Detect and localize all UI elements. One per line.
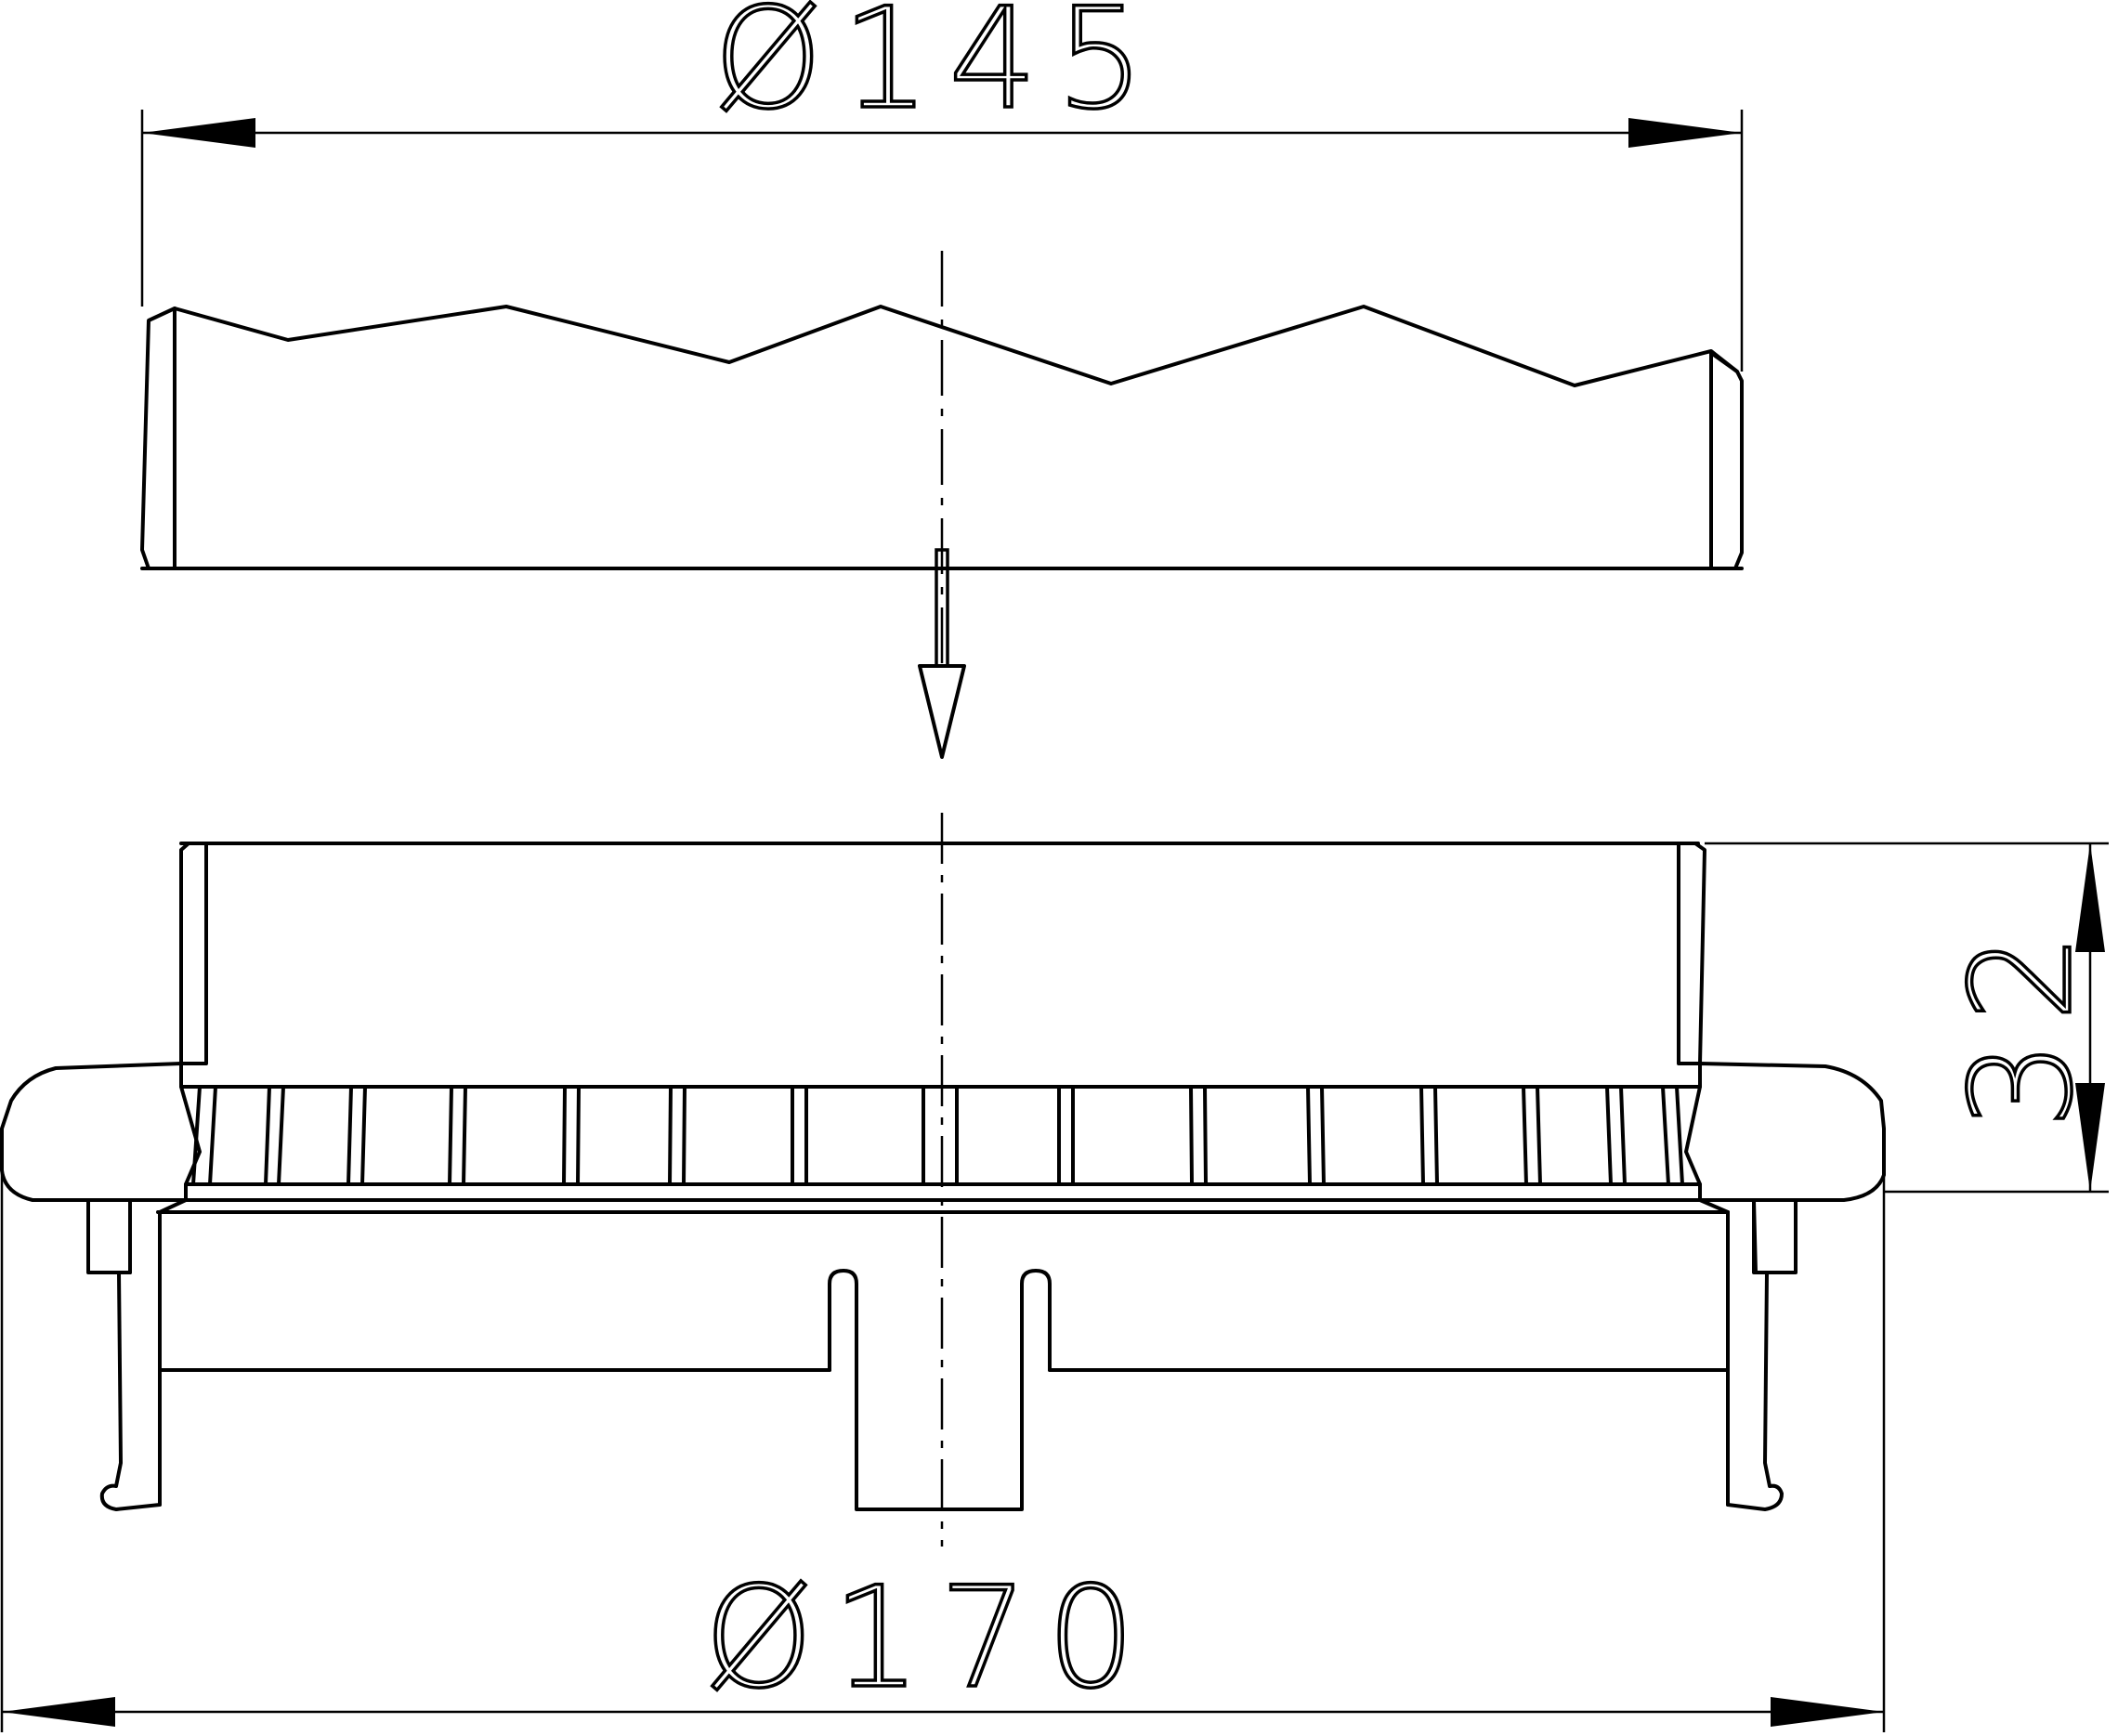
dimension-label-bottom: Ø170 [704,1558,1154,1719]
dimension-label-top: Ø145 [713,0,1163,140]
arrow-right-icon [1628,118,1742,148]
arrow-down-icon [918,664,966,759]
dimension-height: 32 [1705,842,2109,1194]
arrow-up-icon [2075,843,2105,952]
dimension-top: Ø145 [140,0,1744,372]
arrow-down-small-icon [2075,1083,2105,1192]
dimension-label-height: 32 [1942,915,2103,1129]
arrow-right-bottom-icon [1771,1697,1884,1727]
ribs [191,1085,1684,1186]
center-axis [918,251,966,1547]
flange-body [0,842,1886,1511]
arrow-left-icon [142,118,255,148]
dimension-bottom: Ø170 [0,1172,1886,1732]
arrow-left-bottom-icon [2,1697,115,1727]
